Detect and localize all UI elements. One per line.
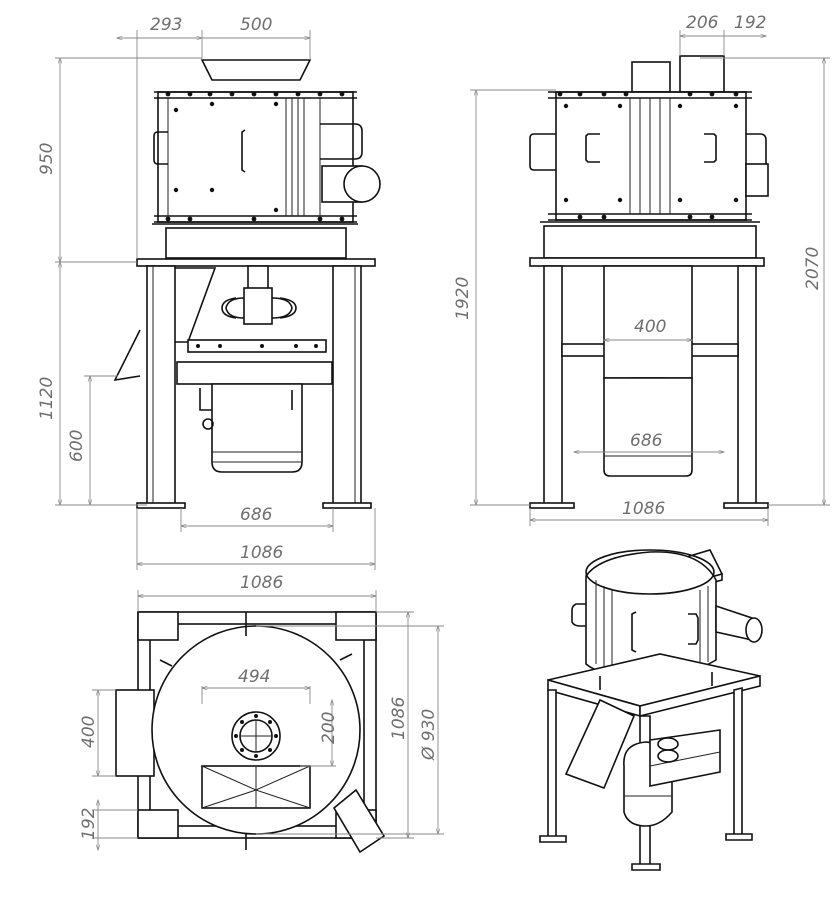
chute xyxy=(113,329,141,382)
dim-1086-top-side: 1086 xyxy=(389,697,409,740)
base-box xyxy=(165,227,347,259)
dim-192-side: 192 xyxy=(734,13,766,33)
isometric-view xyxy=(539,549,763,871)
top-view xyxy=(115,611,386,854)
side-motor xyxy=(343,165,381,203)
dim-diameter-930: Ø 930 xyxy=(419,709,439,761)
hopper xyxy=(200,59,312,81)
top-view-dimensions: 1086 494 200 1086 Ø 930 400 192 xyxy=(79,573,444,850)
dim-2070: 2070 xyxy=(803,247,823,290)
dim-1086-side: 1086 xyxy=(622,499,665,519)
dim-1920: 1920 xyxy=(453,277,473,320)
side-box xyxy=(603,265,693,379)
side-view-dimensions: 206 192 1920 2070 400 686 1086 xyxy=(453,13,830,526)
top-motor xyxy=(679,55,725,93)
dim-400-top: 400 xyxy=(79,716,99,748)
side-housing xyxy=(555,91,747,221)
dim-686-side: 686 xyxy=(630,431,663,451)
front-view-dimensions: 293 500 950 1120 600 686 1086 xyxy=(37,15,375,570)
door-handle xyxy=(241,129,246,173)
dim-1086-front: 1086 xyxy=(240,543,283,563)
leg-left xyxy=(146,265,176,505)
side-handle-left xyxy=(153,131,168,165)
dim-686-front: 686 xyxy=(240,505,273,525)
dim-192-top: 192 xyxy=(79,808,99,840)
top-chute xyxy=(332,788,386,854)
dim-206: 206 xyxy=(686,13,719,33)
dim-400-side: 400 xyxy=(634,317,666,337)
dim-600: 600 xyxy=(67,430,87,462)
dim-1086-top: 1086 xyxy=(240,573,283,593)
leg-right xyxy=(332,265,362,505)
dim-500: 500 xyxy=(240,15,272,35)
front-view xyxy=(113,59,381,509)
side-handle-right xyxy=(320,123,363,160)
dim-200: 200 xyxy=(319,712,339,744)
side-inlet xyxy=(115,689,155,777)
main-motor xyxy=(211,383,303,473)
dim-494: 494 xyxy=(238,667,270,687)
dim-293: 293 xyxy=(150,15,182,35)
dim-1120: 1120 xyxy=(37,377,57,420)
dim-950: 950 xyxy=(37,143,57,175)
